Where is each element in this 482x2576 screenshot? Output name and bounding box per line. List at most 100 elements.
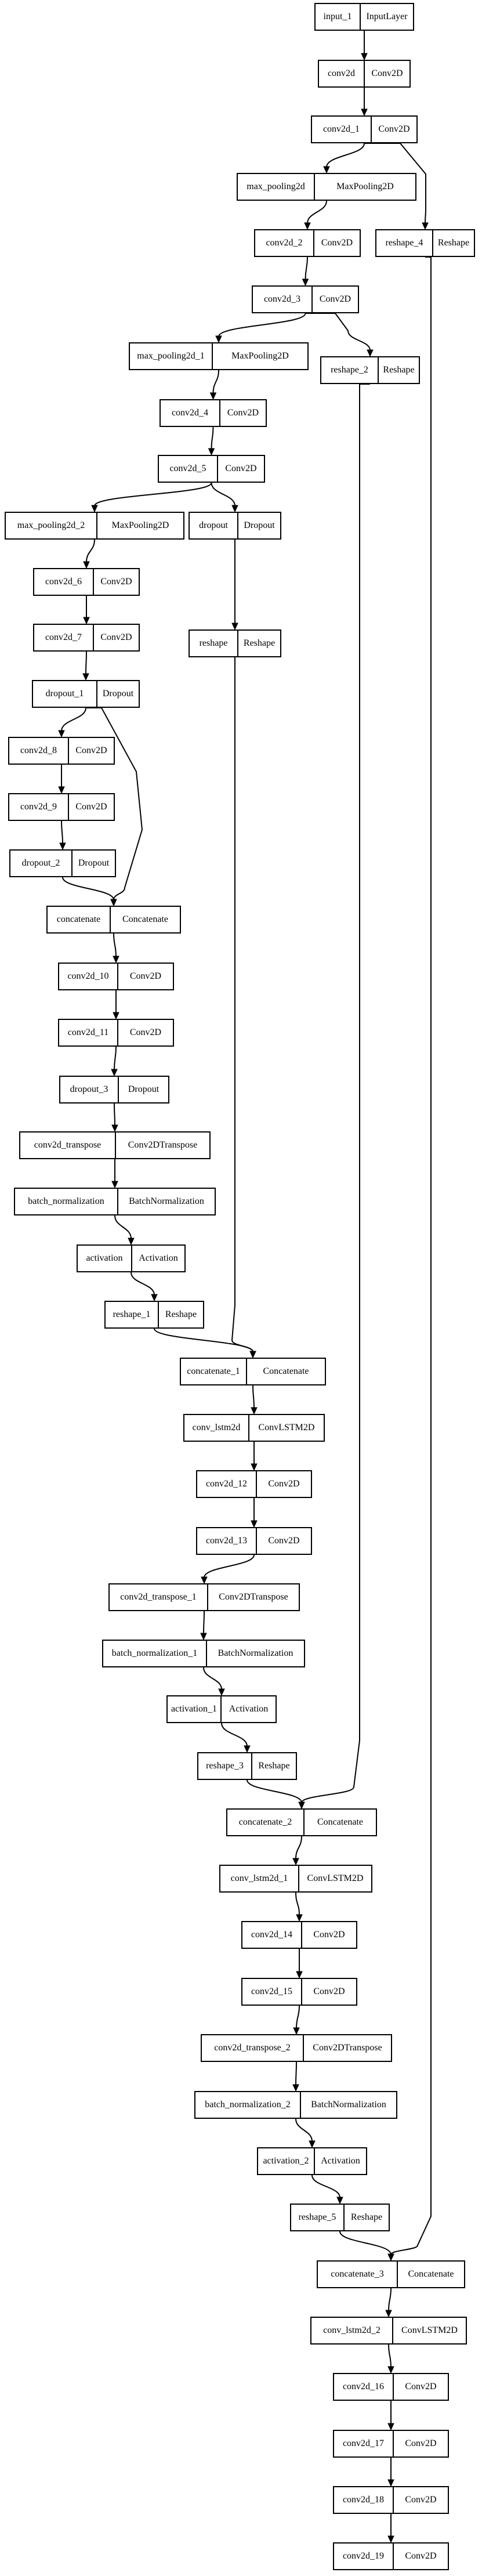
edge-concatenate-3-to-conv-lstm2d-2 — [388, 2288, 392, 2311]
arrowhead — [201, 1576, 208, 1584]
edge-max-pooling2d-2-to-conv2d-6 — [86, 539, 95, 563]
layer-type: Activation — [314, 2148, 366, 2174]
edge-activation-to-reshape-1 — [131, 1272, 155, 1296]
layer-type: Conv2D — [393, 2431, 448, 2456]
arrowhead — [336, 2197, 343, 2205]
layer-type: MaxPooling2D — [96, 513, 183, 538]
edge-conv2d-11-to-dropout-3 — [114, 1046, 117, 1070]
layer-name: reshape_2 — [331, 365, 368, 375]
edge-conv2d-4-to-conv2d-5 — [211, 426, 214, 450]
layer-type: Reshape — [251, 1753, 296, 1779]
edge-max-pooling2d-to-conv2d-2 — [307, 200, 327, 224]
layer-type: BatchNormalization — [206, 1641, 304, 1666]
layer-name: reshape_1 — [113, 1309, 151, 1319]
layer-type: MaxPooling2D — [212, 343, 307, 369]
layer-name: conv2d_15 — [251, 1987, 293, 1996]
layer-type: Reshape — [237, 631, 280, 656]
layer-type: InputLayer — [360, 4, 413, 30]
layer-name: conv_lstm2d — [192, 1423, 241, 1432]
layer-type: Conv2D — [117, 964, 173, 989]
arrowhead — [111, 1069, 118, 1077]
edge-reshape-2-to-concatenate-2 — [301, 383, 370, 1803]
edge-reshape-4-to-concatenate-3 — [390, 256, 432, 2255]
layer-type: ConvLSTM2D — [392, 2318, 466, 2343]
edge-concatenate-2-to-conv-lstm2d-1 — [295, 1836, 302, 1859]
arrowhead — [387, 2535, 394, 2544]
edge-conv2d-9-to-dropout-2 — [61, 820, 63, 844]
layer-type: MaxPooling2D — [314, 174, 415, 200]
layer-type: Concatenate — [110, 907, 180, 932]
layer-type: Conv2D — [364, 61, 409, 86]
layer-type: BatchNormalization — [300, 2092, 396, 2118]
layer-name: dropout_3 — [70, 1084, 108, 1094]
arrowhead — [110, 899, 117, 907]
edge-batch-normalization-to-activation — [114, 1215, 132, 1239]
layer-name: conv2d_14 — [251, 1930, 293, 1940]
layer-type: Dropout — [237, 513, 280, 538]
arrowhead — [91, 505, 98, 513]
layer-name: reshape — [199, 638, 228, 648]
arrowhead — [208, 448, 215, 456]
edge-dropout-2-to-concatenate — [62, 877, 114, 900]
layer-type: Concatenate — [303, 1810, 376, 1835]
layer-name: activation — [86, 1253, 123, 1263]
edge-dropout-1-to-conv2d-8 — [61, 707, 86, 732]
layer-name: conv2d — [327, 68, 356, 78]
layer-name: conv2d_8 — [20, 746, 57, 755]
layer-type: Concatenate — [397, 2262, 464, 2287]
layer-name: concatenate_1 — [187, 1366, 240, 1376]
edge-max-pooling2d-1-to-conv2d-4 — [212, 370, 219, 394]
arrowhead — [293, 2027, 300, 2035]
layer-type: Activation — [131, 1246, 184, 1271]
arrowhead — [251, 1520, 258, 1528]
arrowhead — [292, 1858, 299, 1866]
layer-name: conv2d_11 — [67, 1027, 109, 1037]
edge-conv2d-1-to-max-pooling2d — [326, 143, 365, 168]
layer-name: conv2d_7 — [45, 632, 82, 642]
layer-name: conv2d_3 — [263, 294, 301, 304]
edge-activation-1-to-reshape-3 — [221, 1723, 248, 1747]
layer-node-activation: activation Activation — [77, 1244, 186, 1272]
arrowhead — [128, 1238, 135, 1246]
layer-type: Conv2D — [371, 117, 416, 142]
layer-name: reshape_4 — [385, 238, 423, 248]
layer-name: conv2d_19 — [342, 2551, 385, 2561]
arrowhead — [82, 673, 89, 681]
edge-conv2d-3-to-reshape-2 — [305, 313, 371, 351]
layer-name: conv2d_17 — [342, 2438, 385, 2448]
layer-name: activation_1 — [171, 1704, 218, 1714]
arrowhead — [296, 1914, 303, 1922]
arrowhead — [302, 278, 309, 287]
arrowhead — [113, 1012, 119, 1020]
layer-type: BatchNormalization — [117, 1189, 215, 1214]
layer-type: Conv2D — [217, 456, 264, 482]
edge-conv2d-1-to-reshape-4 — [364, 143, 426, 224]
layer-type: Dropout — [96, 681, 139, 707]
arrowhead — [323, 166, 330, 174]
layer-name: conv_lstm2d_1 — [230, 1873, 288, 1883]
arrowhead — [111, 1124, 118, 1133]
layer-name: conv2d_12 — [205, 1479, 248, 1489]
